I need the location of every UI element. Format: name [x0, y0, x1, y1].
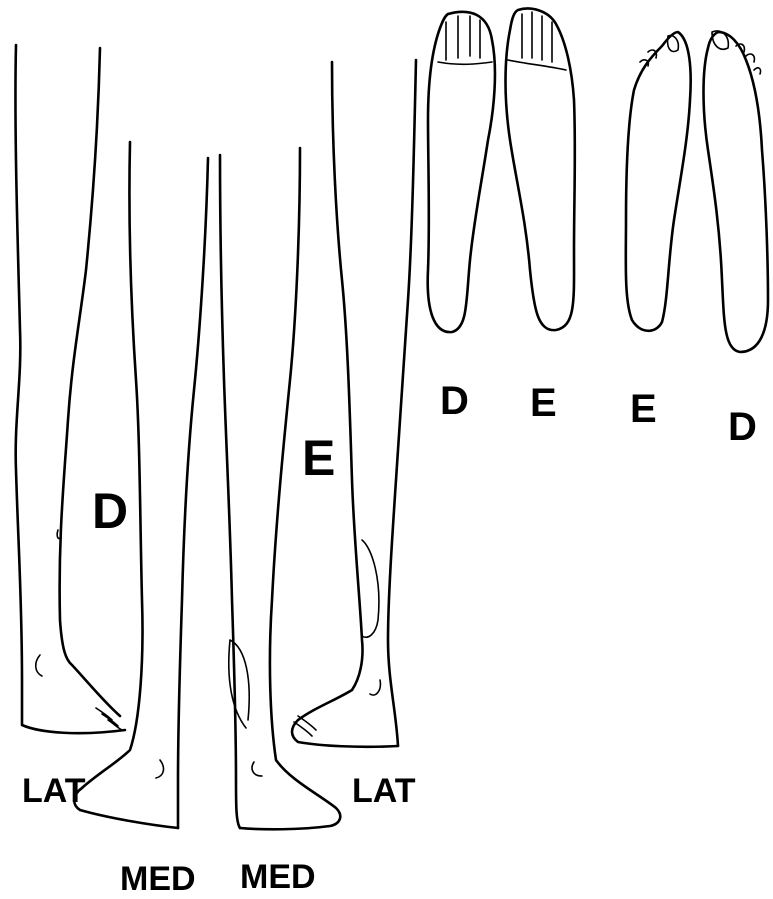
sole-1 [428, 12, 495, 332]
leg-left-lateral [292, 60, 416, 747]
label-sole-2: E [530, 381, 557, 425]
label-sole-3: E [630, 387, 657, 431]
leg-left-medial [220, 148, 340, 829]
label-med-right: MED [240, 858, 316, 896]
leg-right-lateral [15, 45, 125, 733]
label-sole-4: D [728, 405, 757, 449]
label-lat-left: LAT [22, 772, 86, 810]
label-sole-1: D [440, 379, 469, 423]
label-med-left: MED [120, 860, 196, 898]
sole-4 [704, 31, 769, 352]
label-right-leg: D [92, 483, 128, 539]
sole-2 [506, 9, 575, 331]
sole-3 [626, 32, 691, 331]
label-lat-right: LAT [352, 772, 416, 810]
label-left-leg: E [302, 430, 335, 486]
